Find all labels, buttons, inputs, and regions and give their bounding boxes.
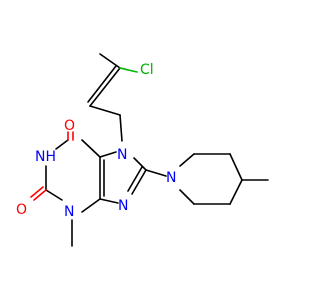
bond-c3-c2-double-b bbox=[87, 65, 117, 103]
pyrimidine-nh-label: NH bbox=[35, 149, 56, 165]
chlorine-atom-label: Cl bbox=[140, 62, 154, 78]
bond-c5-n7 bbox=[99, 151, 117, 158]
bond-c2-o-b bbox=[30, 186, 44, 198]
molecule-structure: Cl O O N NH N N N bbox=[16, 53, 269, 247]
bond-c1-n7 bbox=[119, 114, 123, 142]
imidazole-n7-label: N bbox=[117, 147, 127, 163]
bond-c8-n7 bbox=[133, 157, 147, 171]
bond-c4-n9 bbox=[99, 198, 119, 204]
bond-c2-n3 bbox=[45, 189, 63, 201]
bond-c8-n9-b bbox=[127, 166, 143, 192]
bond-c6-nh bbox=[55, 139, 69, 150]
bond-npip-c-down bbox=[179, 189, 195, 205]
bond-c3-cl bbox=[119, 67, 138, 73]
bond-pip-c4-up bbox=[229, 153, 243, 181]
carbonyl-oxygen-upper-label: O bbox=[64, 118, 75, 134]
bond-pip-c4-down bbox=[229, 179, 243, 205]
imidazole-n9-label: N bbox=[118, 198, 128, 214]
bond-c4-n3 bbox=[81, 198, 101, 213]
bond-c8-npip bbox=[145, 169, 167, 177]
bond-methyl-c3 bbox=[99, 53, 121, 69]
carbonyl-oxygen-lower-label: O bbox=[16, 202, 27, 218]
piperidine-nitrogen-label: N bbox=[166, 170, 176, 186]
bond-c2-o-a bbox=[33, 189, 47, 201]
bond-npip-c-up bbox=[179, 153, 195, 167]
bond-c8-n9-a bbox=[131, 169, 147, 195]
bond-group bbox=[30, 53, 269, 247]
pyrimidine-n3-label: N bbox=[64, 204, 74, 220]
atom-label-group: Cl O O N NH N N N bbox=[16, 62, 176, 220]
bond-c5-c6 bbox=[81, 139, 101, 158]
bond-c2-c1 bbox=[89, 105, 121, 116]
bond-c3-c2-double-a bbox=[89, 67, 121, 107]
